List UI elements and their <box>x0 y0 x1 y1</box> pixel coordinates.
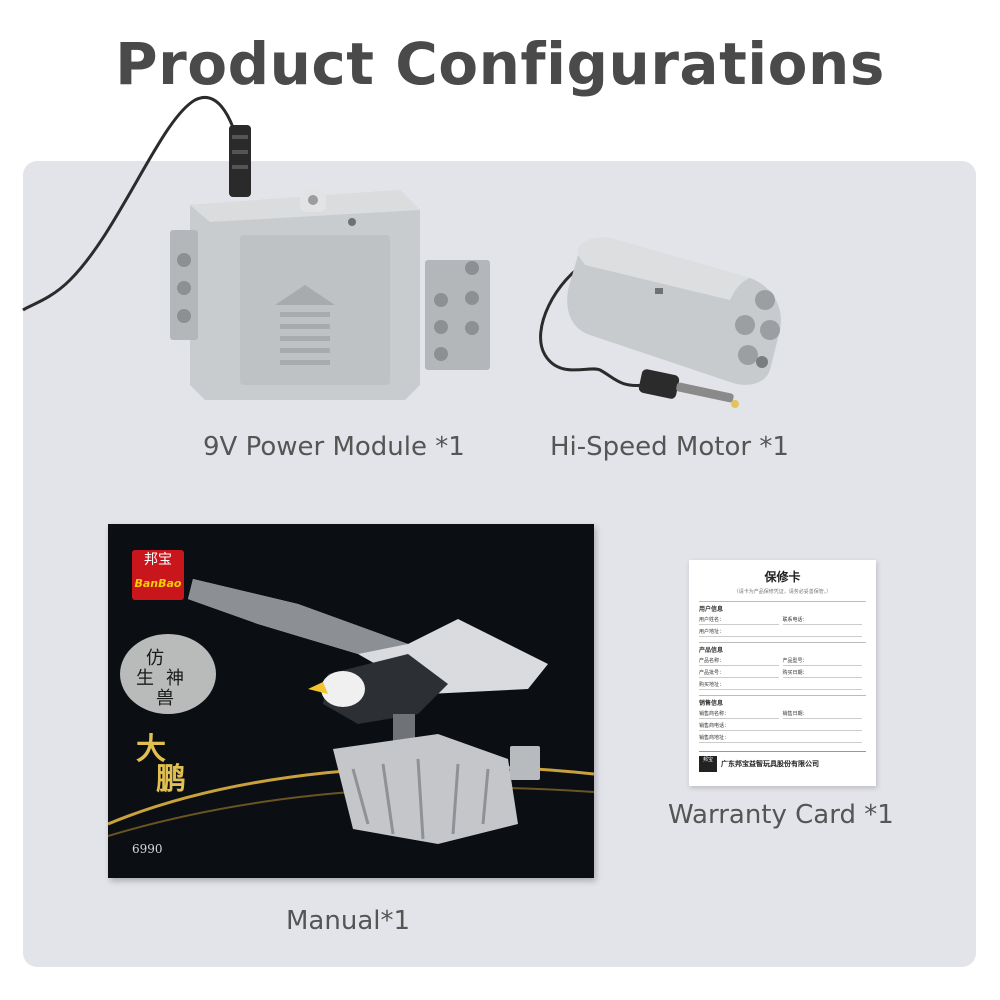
logo-text: 邦宝 <box>144 552 172 568</box>
svg-text:神: 神 <box>166 668 184 689</box>
manual-caption: Manual*1 <box>286 906 411 936</box>
power-plug <box>229 125 251 197</box>
warranty-field: 销售商地址： <box>699 734 862 743</box>
warranty-card-image: 保修卡 （请卡为产品保修凭证，请务必妥善保管。） 用户信息 用户姓名：联系电话：… <box>689 560 876 786</box>
warranty-field: 产品批号： <box>699 669 779 678</box>
motor-cable <box>539 258 646 388</box>
warranty-section: 销售信息 <box>699 695 866 707</box>
power-cable <box>22 96 242 312</box>
warranty-field: 购买地址： <box>699 681 862 690</box>
svg-text:大: 大 <box>136 732 166 767</box>
svg-text:兽: 兽 <box>156 688 174 709</box>
warranty-field: 购买日期： <box>782 669 862 678</box>
motor-caption: Hi-Speed Motor *1 <box>550 432 789 462</box>
warranty-card-subtitle: （请卡为产品保修凭证，请务必妥善保管。） <box>733 589 832 595</box>
warranty-company-logo: 邦宝 <box>699 756 717 772</box>
brand-logo: 邦宝 BanBao <box>132 550 184 600</box>
manual-image: 邦宝 BanBao 大 鹏 仿 神 生 兽 6990 <box>108 524 594 878</box>
warranty-field: 销售商电话： <box>699 722 862 731</box>
warranty-caption: Warranty Card *1 <box>668 800 894 830</box>
warranty-company-name: 广东邦宝益智玩具股份有限公司 <box>721 760 819 768</box>
motor-image <box>567 237 781 385</box>
warranty-field: 用户姓名： <box>699 616 779 625</box>
page-title: Product Configurations <box>115 30 885 98</box>
warranty-field: 联系电话： <box>782 616 862 625</box>
eagle-illustration: 大 鹏 仿 神 生 兽 <box>108 579 594 844</box>
power-module-image <box>170 188 490 400</box>
motor-plug <box>638 369 680 399</box>
warranty-field: 产品名称： <box>699 657 779 666</box>
power-module-caption: 9V Power Module *1 <box>203 432 465 462</box>
warranty-field: 用户地址： <box>699 628 862 637</box>
warranty-field: 销售商名称： <box>699 710 779 719</box>
warranty-field: 销售日期： <box>782 710 862 719</box>
warranty-field: 产品型号： <box>782 657 862 666</box>
svg-text:仿: 仿 <box>146 648 164 669</box>
svg-text:鹏: 鹏 <box>156 762 186 797</box>
svg-text:生: 生 <box>136 668 154 689</box>
warranty-company: 邦宝 广东邦宝益智玩具股份有限公司 <box>699 751 866 772</box>
warranty-card-title: 保修卡 <box>764 570 801 584</box>
logo-brand: BanBao <box>134 576 182 590</box>
warranty-section: 用户信息 <box>699 601 866 613</box>
manual-model-number: 6990 <box>132 842 163 856</box>
warranty-section: 产品信息 <box>699 642 866 654</box>
